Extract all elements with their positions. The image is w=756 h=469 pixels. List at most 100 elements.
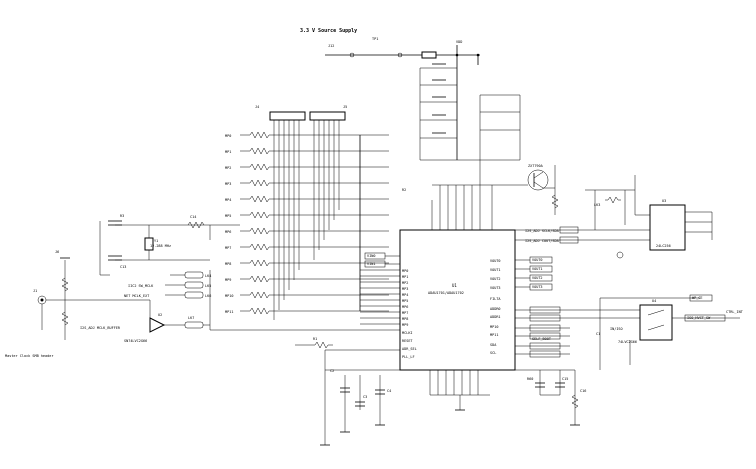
- svg-text:C14: C14: [190, 215, 196, 219]
- header-j5: J5: [309, 105, 347, 121]
- svg-text:C16: C16: [580, 389, 586, 393]
- u1-ref: U1: [452, 283, 457, 288]
- svg-text:VOUT1: VOUT1: [490, 268, 501, 272]
- svg-text:MP9: MP9: [402, 323, 408, 327]
- svg-text:ISO_HVCT_SW: ISO_HVCT_SW: [687, 316, 711, 320]
- svg-text:Y1: Y1: [154, 239, 158, 243]
- svg-text:MCLKI: MCLKI: [402, 331, 413, 335]
- svg-text:MP1: MP1: [402, 275, 408, 279]
- svg-text:U3: U3: [662, 199, 666, 203]
- svg-text:C2: C2: [330, 369, 334, 373]
- svg-text:MP7: MP7: [225, 246, 231, 250]
- svg-text:MP3: MP3: [402, 287, 408, 291]
- svg-text:MP11: MP11: [225, 310, 233, 314]
- u1-part: ADAU1701/ADAU1702: [428, 291, 464, 295]
- svg-text:J4: J4: [255, 105, 259, 109]
- u1-left-pins: MP0 MP1 MP2 MP3 MP4 MP5 MP6 MP7 MP8 MP9 …: [402, 269, 417, 359]
- svg-text:MP9: MP9: [225, 278, 231, 282]
- mp-resistor-ladder: [240, 131, 389, 315]
- i2c-nets: I2S_ADJ SCLK/SDA I2S_ADJ COUT/SDA: [515, 226, 650, 259]
- svg-text:LK3: LK3: [594, 203, 600, 207]
- svg-text:VOUT2: VOUT2: [490, 277, 501, 281]
- svg-text:PLL_LF: PLL_LF: [402, 355, 415, 359]
- header-j4: J4: [255, 105, 306, 121]
- svg-text:MP1: MP1: [225, 150, 231, 154]
- decoupling-caps: [419, 63, 521, 161]
- svg-text:IN/ISO: IN/ISO: [610, 327, 623, 331]
- svg-text:VOUT0: VOUT0: [490, 259, 501, 263]
- svg-text:VIN1: VIN1: [367, 262, 375, 266]
- link-jumpers: LK4 LK5 LK6 IIC2 SW_MCLK NET MCLK_EXT: [124, 270, 400, 331]
- master-clock-label: Master Clock SMB header: [5, 354, 53, 358]
- u3-eeprom: U3 24LC256: [585, 175, 713, 251]
- svg-text:MP0: MP0: [225, 134, 231, 138]
- svg-text:J6: J6: [55, 250, 59, 254]
- svg-text:24LC256: 24LC256: [656, 244, 671, 248]
- svg-text:CTRL_INT: CTRL_INT: [726, 310, 744, 314]
- svg-text:12.288 MHz: 12.288 MHz: [150, 244, 171, 248]
- svg-text:C1: C1: [596, 332, 600, 336]
- svg-text:VDD: VDD: [456, 40, 462, 44]
- svg-text:VIN0: VIN0: [367, 254, 375, 258]
- svg-text:MP4: MP4: [402, 293, 408, 297]
- svg-text:I2S_ADJ SCLK/SDA: I2S_ADJ SCLK/SDA: [525, 229, 560, 233]
- svg-text:MP10: MP10: [490, 325, 498, 329]
- svg-text:LK7: LK7: [188, 316, 194, 320]
- svg-text:I2S_ADJ COUT/SDA: I2S_ADJ COUT/SDA: [525, 239, 560, 243]
- svg-text:C4: C4: [387, 389, 391, 393]
- bottom-u1-pins: [429, 370, 490, 411]
- svg-text:SN74LVC2G66: SN74LVC2G66: [124, 339, 147, 343]
- svg-text:U2: U2: [158, 313, 162, 317]
- svg-text:LK4: LK4: [205, 274, 211, 278]
- svg-text:SDA: SDA: [490, 343, 497, 347]
- u1-right-nets: SELF_BOOT: [515, 298, 640, 370]
- svg-text:J1: J1: [33, 289, 37, 293]
- svg-text:VOUT0: VOUT0: [532, 258, 543, 262]
- svg-text:R2: R2: [402, 188, 406, 192]
- bottom-right-caps: R60 C15 C16: [515, 369, 586, 426]
- svg-text:MP4: MP4: [225, 198, 231, 202]
- svg-text:MP5: MP5: [402, 299, 408, 303]
- vout-labels: VOUT0 VOUT1 VOUT2 VOUT3: [515, 256, 553, 291]
- svg-text:MP2: MP2: [402, 281, 408, 285]
- svg-text:MP8: MP8: [402, 317, 408, 321]
- svg-text:J12: J12: [328, 44, 334, 48]
- svg-text:SELF_BOOT: SELF_BOOT: [532, 337, 552, 341]
- svg-text:I2S_ADJ MCLK_BUFFER: I2S_ADJ MCLK_BUFFER: [80, 326, 121, 330]
- svg-text:U4: U4: [652, 299, 656, 303]
- u1-right-pins: VOUT0 VOUT1 VOUT2 VOUT3 FILTA ADDR0 ADDR…: [490, 259, 501, 355]
- svg-text:ADDR0: ADDR0: [490, 307, 501, 311]
- svg-text:NET MCLK_EXT: NET MCLK_EXT: [124, 294, 150, 298]
- svg-text:MP7: MP7: [402, 311, 408, 315]
- svg-text:SCL: SCL: [490, 351, 496, 355]
- svg-text:MP6: MP6: [402, 305, 408, 309]
- svg-text:VOUT1: VOUT1: [532, 267, 543, 271]
- svg-text:MP6: MP6: [225, 230, 231, 234]
- svg-text:R3: R3: [120, 214, 124, 218]
- u2-buffer: U2 SN74LVC2G66 LK7 I2S_ADJ MCLK_BUFFER: [80, 313, 210, 343]
- svg-text:R60: R60: [527, 377, 533, 381]
- svg-text:LK5: LK5: [205, 284, 211, 288]
- svg-text:C15: C15: [562, 377, 568, 381]
- svg-text:MP2: MP2: [225, 166, 231, 170]
- supply-rail: VDD J12 TP1: [325, 37, 480, 160]
- svg-text:MP0: MP0: [402, 269, 408, 273]
- svg-text:VOUT2: VOUT2: [532, 276, 543, 280]
- svg-text:VOUT3: VOUT3: [532, 285, 543, 289]
- u1-top-pins: [431, 160, 500, 230]
- svg-text:C3: C3: [363, 395, 367, 399]
- svg-text:R1: R1: [313, 337, 317, 341]
- svg-text:J5: J5: [343, 105, 347, 109]
- q1-transistor: ZXT790A: [500, 164, 559, 215]
- mp-labels: MP0 MP1 MP2 MP3 MP4 MP5 MP6 MP7 MP8 MP9 …: [225, 134, 233, 314]
- svg-text:MP11: MP11: [490, 333, 498, 337]
- header-bus-lines: [273, 120, 340, 320]
- svg-text:LK6: LK6: [205, 294, 211, 298]
- svg-text:WP_CE: WP_CE: [692, 296, 703, 300]
- svg-text:VOUT3: VOUT3: [490, 286, 501, 290]
- svg-text:MP5: MP5: [225, 214, 231, 218]
- svg-text:TP1: TP1: [372, 37, 378, 41]
- svg-text:RESET: RESET: [402, 339, 413, 343]
- vin-labels: VIN0 VIN1: [364, 252, 400, 268]
